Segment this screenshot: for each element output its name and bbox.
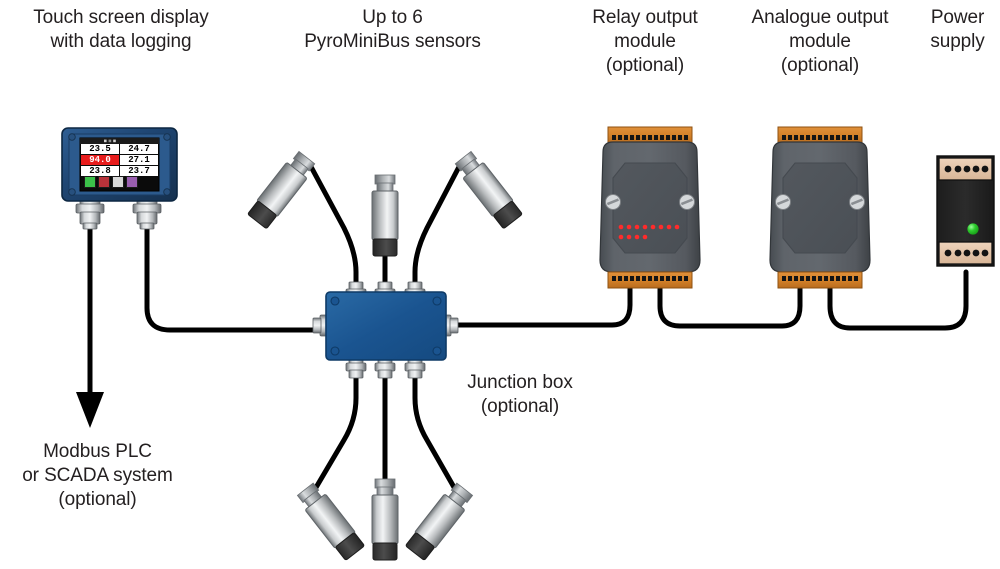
sensor-top-left[interactable] [247,150,317,230]
sensor-lens-cap [372,238,398,257]
reading-cell: 23.5 [81,144,119,154]
caption-junction-box: Junction box (optional) [467,372,573,417]
display-readings-grid: 23.5 24.7 94.0 27.1 23.8 23.7 [81,144,158,176]
sensor-body [371,190,399,241]
cable-relay-bus-right [657,285,803,329]
settings-icon[interactable] [112,176,124,188]
power-supply-terminal-holes-bottom [944,249,989,257]
analogue-module-face [782,162,858,254]
cable-sensor-bottom-left [308,369,359,499]
relay-module-screw-right[interactable] [679,194,695,210]
sensor-body [371,494,399,545]
relay-terminal-pins-top [612,135,688,140]
sensor-lens-cap [335,532,365,561]
cable-display-to-junction-box [144,202,317,333]
junction-box[interactable] [312,281,459,379]
display-screw [163,133,171,141]
screen-titlebar-dot [113,139,116,143]
sensor-top-center[interactable] [371,174,399,257]
reading-cell: 23.7 [120,166,158,176]
plc-arrow [76,392,104,428]
alarm-icon[interactable] [98,176,110,188]
screen-titlebar-dot [108,139,112,143]
relay-module-screw-left[interactable] [605,194,621,210]
logging-icon[interactable] [126,176,138,188]
analogue-terminal-pins-bottom [782,276,858,281]
sensor-bottom-right[interactable] [405,481,475,561]
display-screw [68,133,76,141]
sensor-lens-cap [247,200,277,229]
reading-cell: 27.1 [120,155,158,165]
screen-titlebar [80,138,159,144]
power-on-led [967,223,979,235]
reading-cell: 23.8 [81,166,119,176]
cable-sensor-top-right [412,160,464,291]
sensor-bottom-left[interactable] [295,481,365,561]
relay-module-led-row-1 [618,224,680,230]
relay-terminal-pins-bottom [612,276,688,281]
power-supply[interactable] [936,155,995,267]
caption-sensors: Up to 6 PyroMiniBus sensors [304,7,481,52]
junction-box-screw [432,346,442,356]
cable-sensor-bottom-right [412,369,462,499]
analogue-output-module[interactable] [769,126,871,289]
reading-cell-alarm: 94.0 [81,155,119,165]
cable-layer [87,160,969,499]
display-screw [163,188,171,196]
chart-icon[interactable] [84,176,96,188]
analogue-module-screw-left[interactable] [775,194,791,210]
sensor-lens-cap [493,200,523,229]
reading-cell: 24.7 [120,144,158,154]
junction-box-screw [330,296,340,306]
caption-modbus-plc: Modbus PLC or SCADA system (optional) [22,441,173,510]
relay-module-led-row-2 [618,234,648,240]
power-supply-terminal-holes-top [944,165,989,173]
sensor-lens-cap [372,542,398,561]
caption-touch-display: Touch screen display with data logging [33,7,209,52]
sensor-top-right[interactable] [453,150,523,230]
relay-output-module[interactable] [599,126,701,289]
analogue-module-screw-right[interactable] [849,194,865,210]
sensor-bottom-center[interactable] [371,478,399,561]
caption-relay-module: Relay output module (optional) [592,7,698,76]
cable-analogue-bus-right [827,269,969,331]
junction-box-screw [330,346,340,356]
junction-box-body [325,291,447,361]
cable-junction-to-relay [449,285,633,328]
sensor-lens-cap [405,532,435,561]
cable-sensor-top-left [306,160,359,291]
analogue-terminal-pins-top [782,135,858,140]
caption-power-supply: Power supply [930,7,985,52]
relay-module-face [612,162,688,254]
junction-box-screw [432,296,442,306]
display-screw [68,188,76,196]
display-toolbar [81,176,158,189]
screen-titlebar-dot [104,139,107,143]
caption-analogue-module: Analogue output module (optional) [751,7,889,76]
